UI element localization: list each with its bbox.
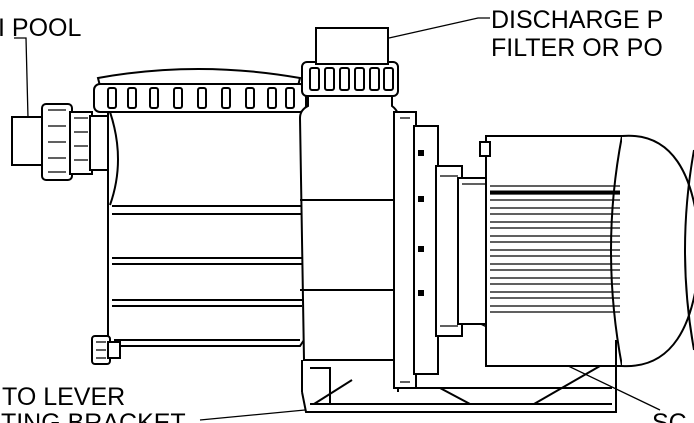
label-discharge-line1: DISCHARGE P [491,6,663,34]
inlet-pipe [11,116,45,166]
strainer-housing [91,109,305,365]
mounting-bracket [301,340,617,413]
seal-plate-screw [418,290,424,296]
pump-volute [298,27,401,392]
leader-discharge [388,17,490,39]
seal-plate-step [413,125,439,375]
motor-fins [490,185,620,313]
lid-cap [96,68,302,87]
inlet-nut-collar [69,111,93,175]
discharge-pipe [315,27,389,65]
volute-body [298,95,401,361]
label-inlet: I POOL [0,14,81,42]
seal-plate-flange [393,111,417,389]
strainer-lid [93,68,307,113]
label-bracket-line1: TO LEVER [2,383,125,411]
label-discharge-line2: FILTER OR PO [491,34,663,62]
leader-inlet [14,37,29,119]
seal-plate [393,111,463,389]
strainer-body [107,109,305,347]
leader-bracket [199,409,306,421]
label-screw: SC [652,409,687,423]
inlet-union [11,103,113,181]
motor [457,134,694,368]
label-bracket-line2: ITING BRACKET [0,409,186,423]
